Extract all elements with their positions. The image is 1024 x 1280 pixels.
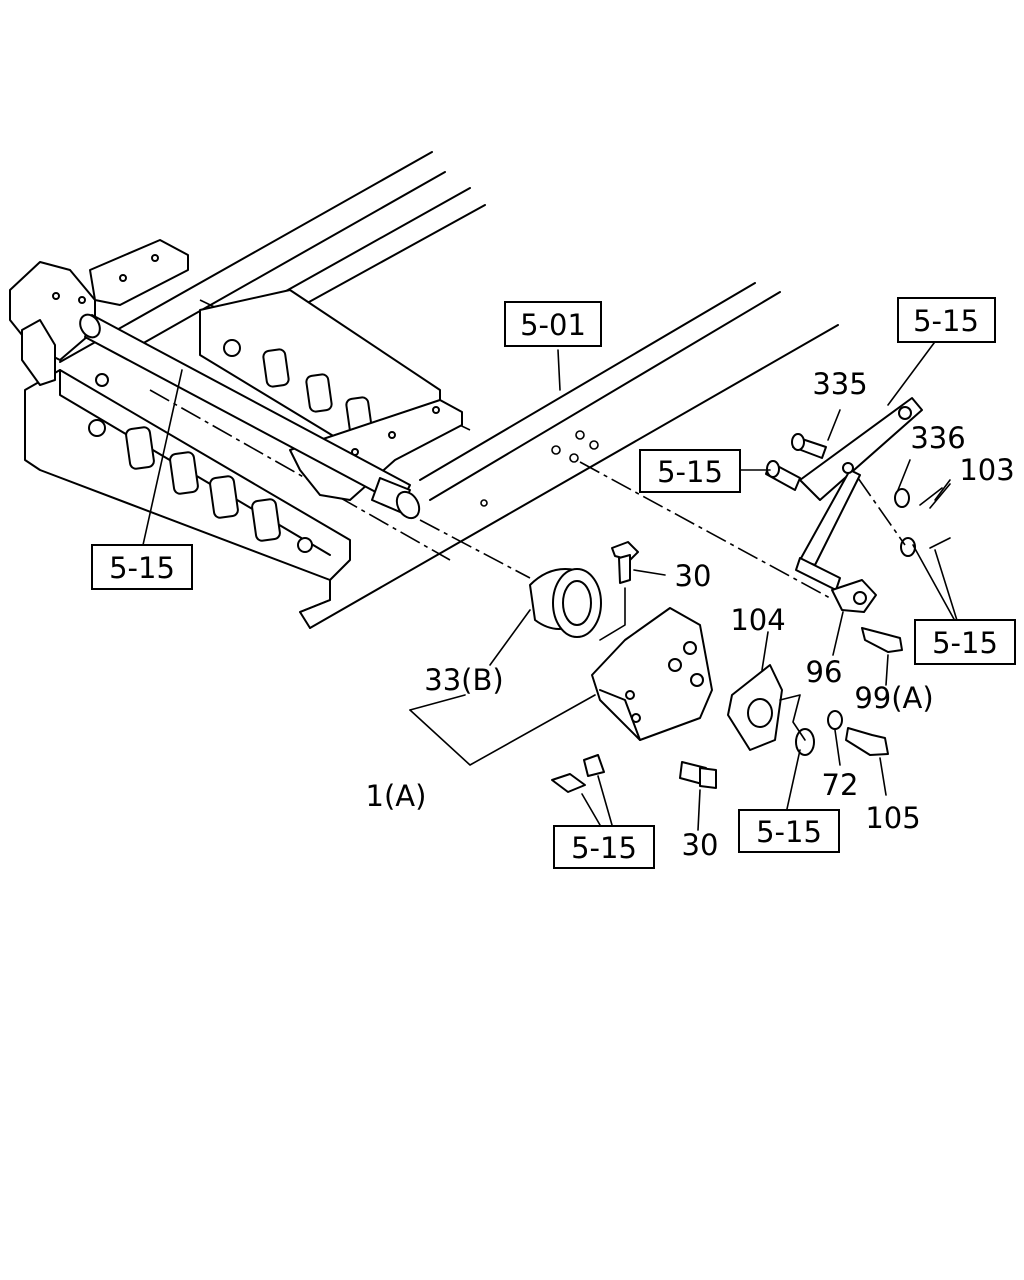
bushing-33b: [529, 568, 602, 638]
bracket-104: [727, 631, 806, 751]
part-335-label: 335: [812, 367, 867, 401]
bracket-1a: [591, 587, 713, 741]
part-1a-label: 1(A): [366, 779, 427, 813]
ref-5-15-right: 5-15: [914, 619, 1016, 665]
frame-holes: [480, 430, 831, 599]
ref-5-01-label: 5-01: [520, 308, 586, 342]
link-rod-assembly: [765, 397, 951, 613]
ref-5-15-bottom-mid: 5-15: [738, 809, 840, 853]
part-30-top-label: 30: [675, 559, 712, 593]
ref-5-15-right-label: 5-15: [932, 626, 998, 660]
part-104-label: 104: [730, 603, 785, 637]
part-72-label: 72: [822, 768, 859, 802]
ref-5-15-top-label: 5-15: [913, 304, 979, 338]
ref-5-15-left: 5-15: [91, 544, 193, 590]
fasteners: [551, 541, 903, 831]
part-96-label: 96: [806, 655, 843, 689]
ref-5-15-left-label: 5-15: [109, 551, 175, 585]
ref-5-15-mid: 5-15: [639, 449, 741, 493]
stabilizer-bar: [79, 313, 531, 579]
ref-5-15-bottom-left: 5-15: [553, 825, 655, 869]
ref-5-15-top: 5-15: [897, 297, 996, 343]
part-336-label: 336: [910, 421, 965, 455]
ref-5-15-mid-label: 5-15: [657, 455, 723, 489]
part-105-label: 105: [865, 801, 920, 835]
part-103-label: 103: [959, 453, 1014, 487]
cross-member: [9, 239, 463, 581]
ref-5-01: 5-01: [504, 301, 602, 347]
ref-5-15-bottom-mid-label: 5-15: [756, 815, 822, 849]
ref-5-15-bottom-left-label: 5-15: [571, 831, 637, 865]
part-30-bottom-label: 30: [682, 828, 719, 862]
frame-rails: [59, 151, 839, 629]
part-99a-label: 99(A): [854, 681, 933, 715]
part-33b-label: 33(B): [424, 663, 503, 697]
leader-lines: [142, 338, 961, 819]
